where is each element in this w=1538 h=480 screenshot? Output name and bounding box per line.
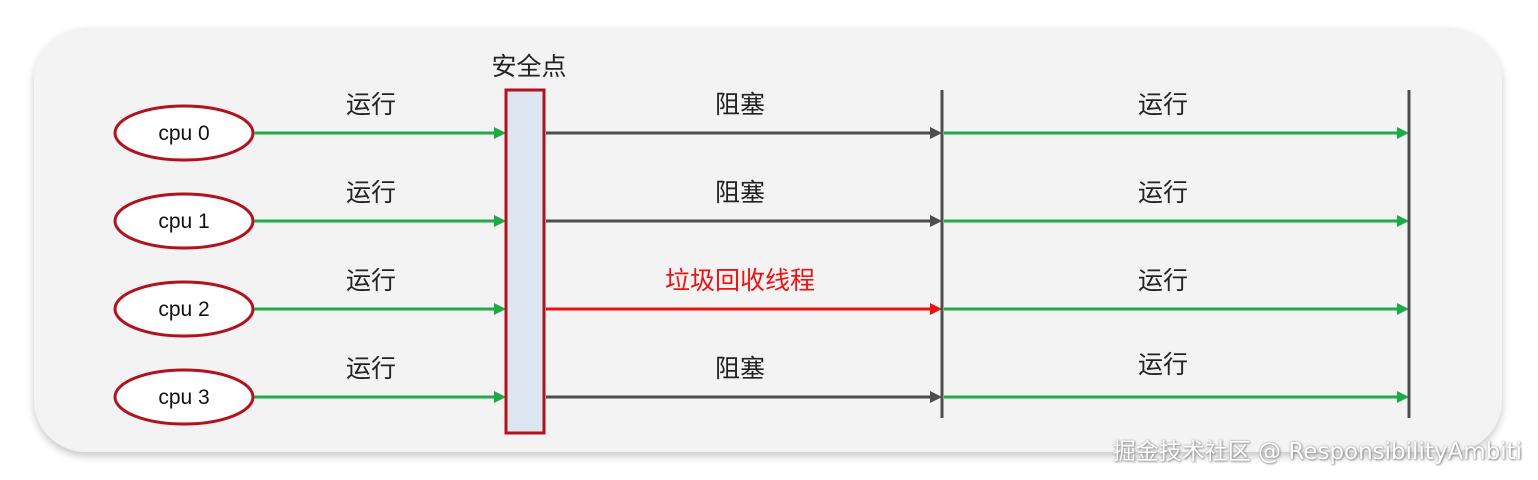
cpu-row-1: cpu 1 运行 阻塞 运行 xyxy=(113,178,1409,250)
cpu-node-0 xyxy=(113,104,255,162)
row-0-resume-arrow-head xyxy=(1397,127,1409,139)
row-2-gc-arrow-head xyxy=(930,303,942,315)
row-3-seg1-label: 运行 xyxy=(346,354,396,383)
row-1-seg1-label: 运行 xyxy=(346,178,396,207)
row-1-blocked-arrow xyxy=(546,215,942,227)
row-1-blocked-arrow-head xyxy=(930,215,942,227)
row-2-seg2-label: 垃圾回收线程 xyxy=(665,266,815,295)
row-1-resume-arrow-head xyxy=(1397,215,1409,227)
cpu-node-2 xyxy=(113,280,255,338)
row-1-seg2-label: 阻塞 xyxy=(715,178,765,207)
safepoint-bar xyxy=(504,88,546,435)
row-1-resume-arrow xyxy=(944,215,1409,227)
row-2-resume-arrow xyxy=(944,303,1409,315)
cpu-label-3: cpu 3 xyxy=(158,386,209,409)
watermark-text: 掘金技术社区 @ ResponsibilityAmbiti xyxy=(1112,439,1522,465)
cpu-label-1: cpu 1 xyxy=(158,210,209,233)
cpu-label-0: cpu 0 xyxy=(158,122,209,145)
row-3-resume-arrow xyxy=(944,391,1409,403)
cpu-row-2: cpu 2 运行 垃圾回收线程 运行 xyxy=(113,266,1409,338)
cpu-label-2: cpu 2 xyxy=(158,298,209,321)
cpu-node-1 xyxy=(113,192,255,250)
cpu-node-3 xyxy=(113,368,255,426)
row-0-seg1-label: 运行 xyxy=(346,90,396,119)
row-3-running-arrow xyxy=(254,391,506,403)
row-0-seg2-label: 阻塞 xyxy=(715,90,765,119)
row-3-blocked-arrow-head xyxy=(930,391,942,403)
diagram-panel xyxy=(34,28,1502,452)
row-0-blocked-arrow-head xyxy=(930,127,942,139)
row-0-blocked-arrow xyxy=(546,127,942,139)
row-2-seg3-label: 运行 xyxy=(1138,266,1188,295)
row-2-seg1-label: 运行 xyxy=(346,266,396,295)
cpu-row-0: cpu 0 运行 阻塞 运行 xyxy=(113,90,1409,162)
row-1-running-arrow-head xyxy=(494,215,506,227)
row-3-resume-arrow-head xyxy=(1397,391,1409,403)
row-1-running-arrow xyxy=(254,215,506,227)
safepoint-label: 安全点 xyxy=(491,52,566,81)
row-2-running-arrow xyxy=(254,303,506,315)
row-0-running-arrow-head xyxy=(494,127,506,139)
row-2-gc-arrow xyxy=(546,303,942,315)
row-0-seg3-label: 运行 xyxy=(1138,90,1188,119)
row-3-seg3-label: 运行 xyxy=(1138,350,1188,379)
row-0-running-arrow xyxy=(254,127,506,139)
row-3-seg2-label: 阻塞 xyxy=(715,354,765,383)
row-3-running-arrow-head xyxy=(494,391,506,403)
cpu-rows: cpu 0运行阻塞运行cpu 1运行阻塞运行cpu 2运行垃圾回收线程运行cpu… xyxy=(113,90,1409,426)
cpu-row-3: cpu 3 运行 阻塞 运行 xyxy=(113,350,1409,426)
row-3-blocked-arrow xyxy=(546,391,942,403)
row-2-resume-arrow-head xyxy=(1397,303,1409,315)
row-0-resume-arrow xyxy=(944,127,1409,139)
row-2-running-arrow-head xyxy=(494,303,506,315)
row-1-seg3-label: 运行 xyxy=(1138,178,1188,207)
